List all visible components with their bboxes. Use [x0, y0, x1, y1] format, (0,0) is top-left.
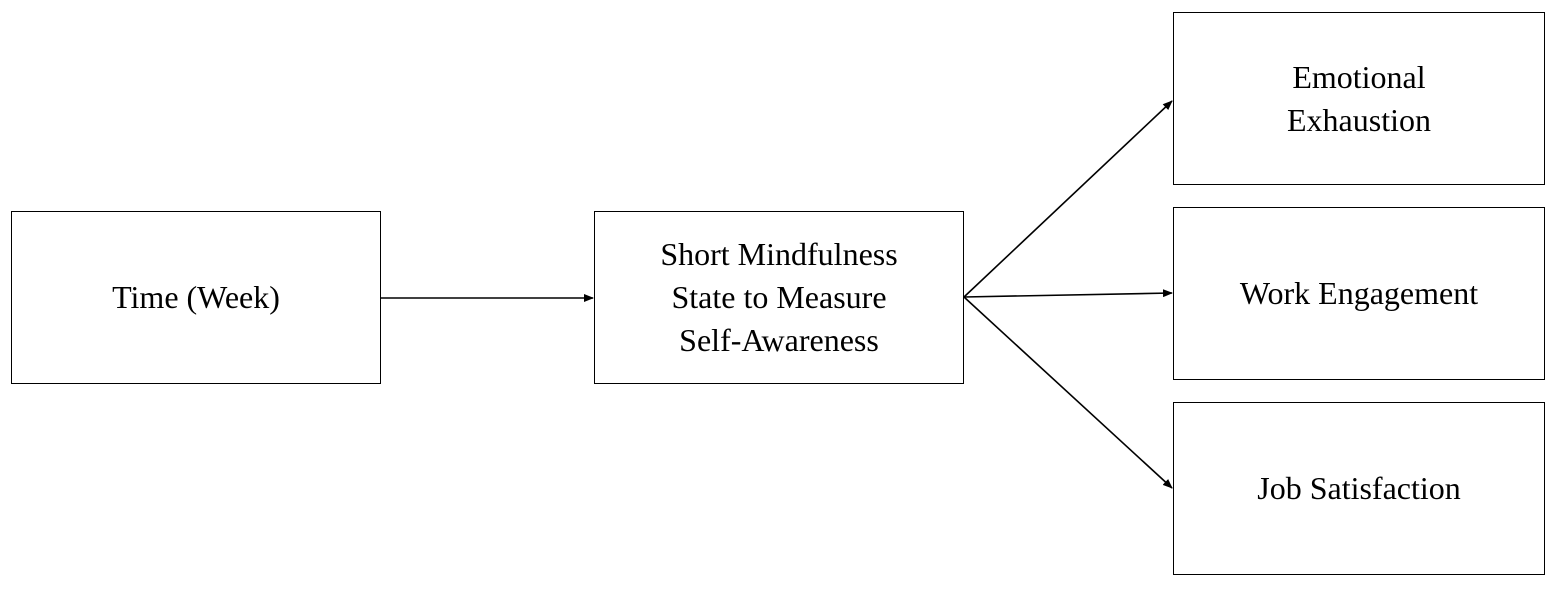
arrow-mindfulness-to-work-engagement [963, 289, 1173, 298]
node-work-engagement: Work Engagement [1173, 207, 1545, 380]
node-short-mindfulness-label: Short Mindfulness State to Measure Self-… [660, 236, 898, 358]
arrow-mindfulness-to-job-satisfaction [963, 296, 1173, 489]
arrow-mindfulness-to-emotional-exhaustion [963, 100, 1173, 298]
node-short-mindfulness: Short Mindfulness State to Measure Self-… [594, 211, 964, 384]
node-emotional-exhaustion: Emotional Exhaustion [1173, 12, 1545, 185]
node-work-engagement-label: Work Engagement [1239, 275, 1479, 311]
node-job-satisfaction-label: Job Satisfaction [1257, 470, 1461, 506]
node-emotional-exhaustion-label: Emotional Exhaustion [1287, 58, 1431, 138]
node-time-week: Time (Week) [11, 211, 381, 384]
node-job-satisfaction: Job Satisfaction [1173, 402, 1545, 575]
node-time-week-label: Time (Week) [112, 279, 280, 315]
